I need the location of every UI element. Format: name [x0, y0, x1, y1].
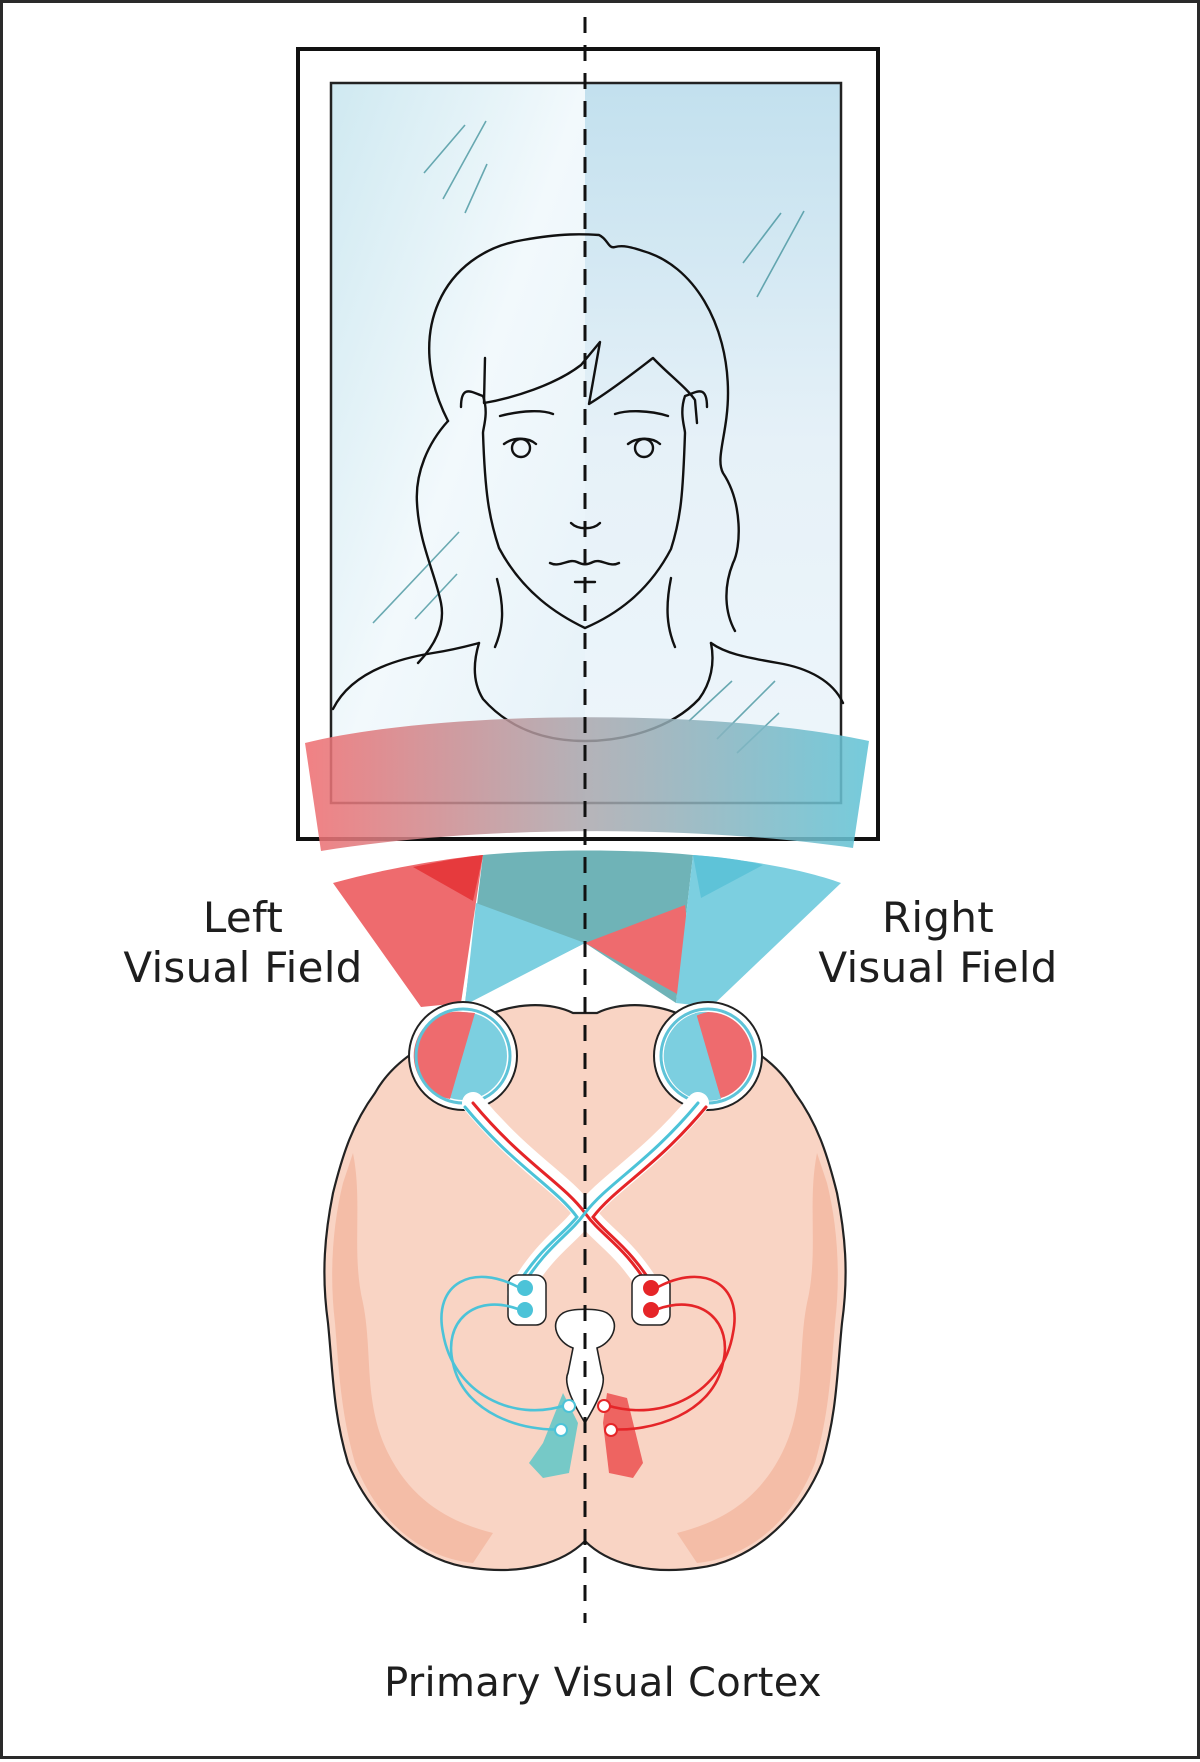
- right-visual-field-label: Right Visual Field: [793, 893, 1083, 993]
- primary-visual-cortex-right: [603, 1393, 643, 1478]
- right-label-line1: Right: [881, 893, 995, 942]
- visual-pathway-diagram: [296, 17, 880, 1623]
- left-label-line1: Left: [202, 893, 284, 942]
- visual-field-band: [305, 717, 869, 851]
- primary-visual-cortex-label: Primary Visual Cortex: [303, 1658, 903, 1708]
- right-label-line2: Visual Field: [818, 943, 1058, 992]
- left-label-line2: Visual Field: [123, 943, 363, 992]
- eye-right: [653, 1001, 763, 1111]
- optic-chiasm: [462, 1092, 709, 1304]
- mirror-frame: [296, 47, 880, 841]
- primary-visual-cortex-left: [529, 1393, 578, 1478]
- visual-field-cones: [333, 850, 841, 1007]
- bottom-label-text: Primary Visual Cortex: [384, 1660, 822, 1706]
- lateral-geniculate-left: [507, 1274, 547, 1326]
- left-visual-field-label: Left Visual Field: [98, 893, 388, 993]
- lateral-geniculate-right: [631, 1274, 671, 1326]
- optic-radiations: [440, 1275, 736, 1437]
- eye-left: [408, 1001, 518, 1111]
